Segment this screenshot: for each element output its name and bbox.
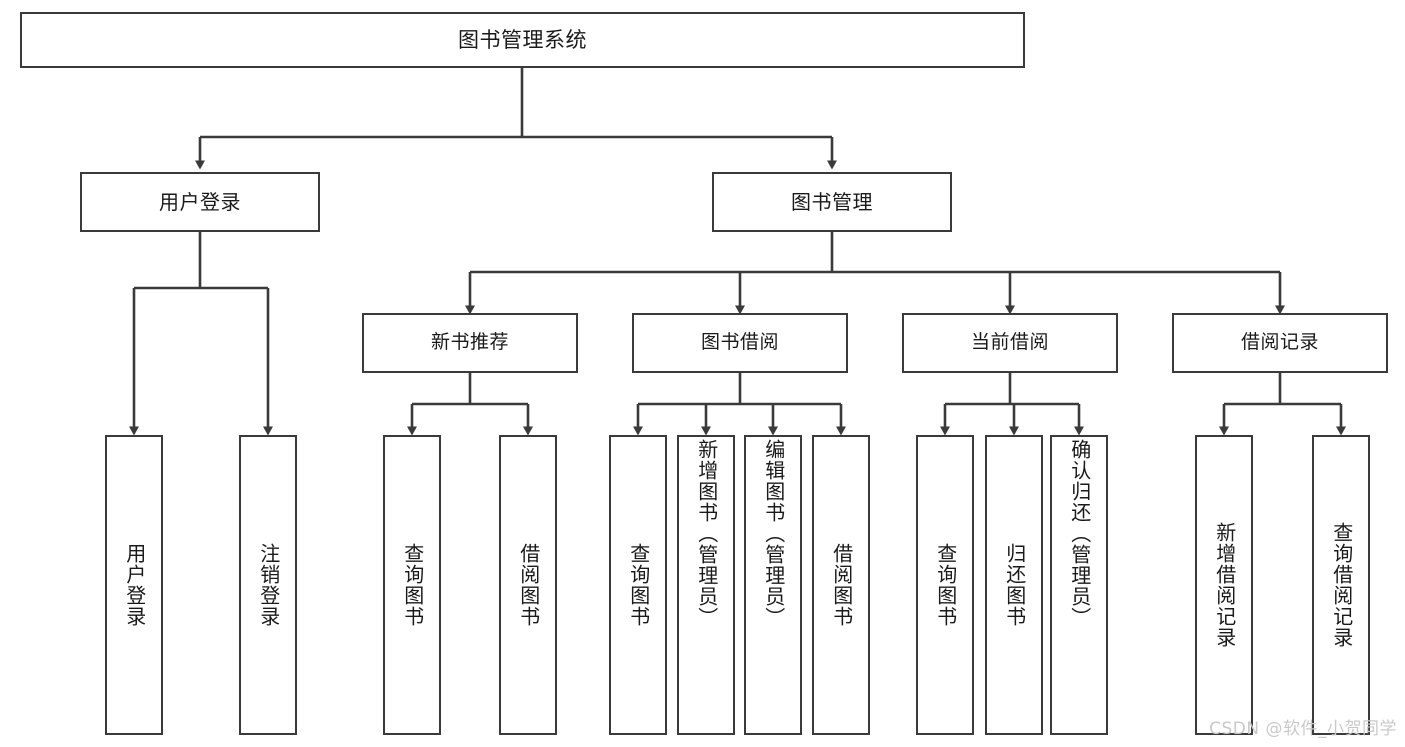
leaf-text-wrap: 借阅图书	[501, 437, 555, 733]
node-leaf-query-book-recommend[interactable]: 查询图书	[383, 435, 441, 735]
node-borrow-record[interactable]: 借阅记录	[1172, 313, 1388, 373]
leaf-text-wrap: 用户登录	[107, 437, 161, 733]
node-label: 查询图书	[626, 543, 651, 627]
leaf-text-wrap: 查询图书	[385, 437, 439, 733]
node-label: 确认归还（管理员）	[1067, 439, 1092, 628]
csdn-watermark: CSDN @软件_小贺同学	[1209, 719, 1397, 739]
leaf-text-wrap: 借阅图书	[814, 437, 868, 733]
node-leaf-add-book[interactable]: 新增图书（管理员）	[677, 435, 735, 735]
node-label: 图书借阅	[700, 331, 779, 354]
node-leaf-return-book[interactable]: 归还图书	[985, 435, 1043, 735]
node-leaf-confirm-return[interactable]: 确认归还（管理员）	[1050, 435, 1108, 735]
node-label: 用户登录	[122, 543, 147, 627]
node-label: 查询图书	[400, 543, 425, 627]
node-user-login[interactable]: 用户登录	[80, 172, 320, 232]
node-leaf-query-borrow-record[interactable]: 查询借阅记录	[1312, 435, 1370, 735]
node-leaf-query-book-current[interactable]: 查询图书	[916, 435, 974, 735]
node-label: 借阅图书	[516, 543, 541, 627]
node-label: 用户登录	[159, 189, 241, 214]
node-label: 归还图书	[1002, 543, 1027, 627]
node-leaf-edit-book[interactable]: 编辑图书（管理员）	[744, 435, 802, 735]
leaf-text-wrap: 确认归还（管理员）	[1052, 437, 1106, 733]
node-leaf-add-borrow-record[interactable]: 新增借阅记录	[1195, 435, 1253, 735]
node-label: 图书管理系统	[458, 27, 587, 52]
leaf-text-wrap: 注销登录	[241, 437, 295, 733]
node-label: 注销登录	[256, 543, 281, 627]
leaf-text-wrap: 归还图书	[987, 437, 1041, 733]
node-label: 当前借阅	[970, 331, 1049, 354]
node-label: 查询借阅记录	[1329, 522, 1354, 648]
node-label: 借阅图书	[829, 543, 854, 627]
node-leaf-borrow-book[interactable]: 借阅图书	[812, 435, 870, 735]
leaf-text-wrap: 查询借阅记录	[1314, 437, 1368, 733]
node-label: 借阅记录	[1240, 331, 1319, 354]
leaf-text-wrap: 查询图书	[918, 437, 972, 733]
node-root-book-management-system[interactable]: 图书管理系统	[20, 12, 1025, 68]
node-leaf-logout-login[interactable]: 注销登录	[239, 435, 297, 735]
node-label: 图书管理	[791, 189, 873, 214]
node-label: 编辑图书（管理员）	[761, 439, 786, 628]
leaf-text-wrap: 新增借阅记录	[1197, 437, 1251, 733]
leaf-text-wrap: 查询图书	[611, 437, 665, 733]
node-book-borrow[interactable]: 图书借阅	[632, 313, 848, 373]
node-leaf-query-book-borrow[interactable]: 查询图书	[609, 435, 667, 735]
node-label: 新增借阅记录	[1212, 522, 1237, 648]
node-current-borrow[interactable]: 当前借阅	[902, 313, 1118, 373]
leaf-text-wrap: 编辑图书（管理员）	[746, 437, 800, 733]
node-leaf-user-login[interactable]: 用户登录	[105, 435, 163, 735]
node-book-management[interactable]: 图书管理	[712, 172, 952, 232]
node-leaf-borrow-book-recommend[interactable]: 借阅图书	[499, 435, 557, 735]
node-new-book-recommend[interactable]: 新书推荐	[362, 313, 578, 373]
node-label: 查询图书	[933, 543, 958, 627]
node-label: 新书推荐	[430, 331, 509, 354]
node-label: 新增图书（管理员）	[694, 439, 719, 628]
leaf-text-wrap: 新增图书（管理员）	[679, 437, 733, 733]
